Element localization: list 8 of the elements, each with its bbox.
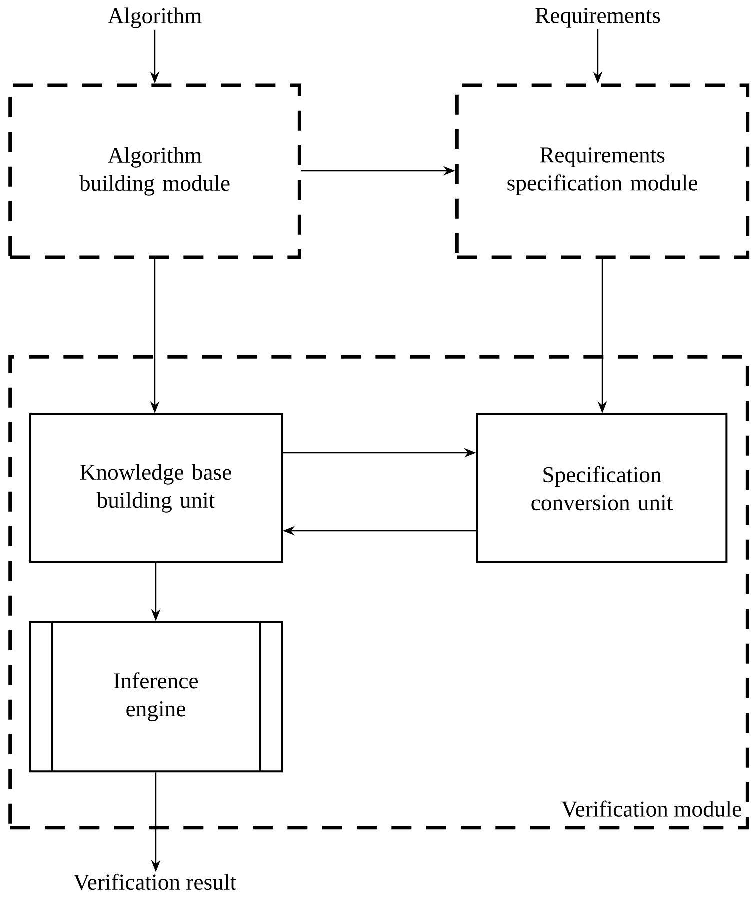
input-label: Algorithm [108, 8, 202, 28]
unit-box: Specification conversion unit [476, 414, 728, 564]
output-label: Verification result [74, 874, 236, 890]
module-box: Algorithm building module [8, 84, 302, 260]
module-box: Requirements specification module [455, 84, 750, 260]
unit-box: Knowledge base building unit [29, 414, 283, 564]
input-label: Requirements [536, 8, 660, 28]
process-box: Inference engine [29, 621, 283, 773]
